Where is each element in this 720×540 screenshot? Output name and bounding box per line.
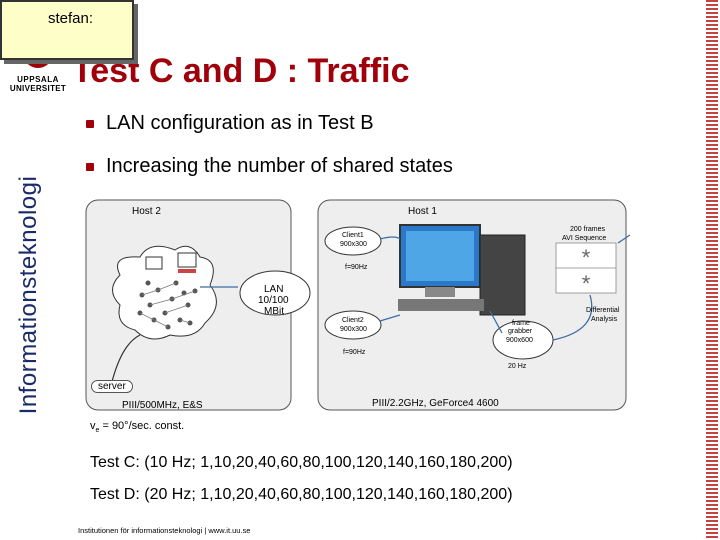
test-d-line: Test D: (20 Hz; 1,10,20,40,60,80,100,120… xyxy=(90,486,513,503)
rotation-velocity: ve = 90°/sec. const. xyxy=(90,420,185,435)
frames-label-1: 200 frames xyxy=(570,226,606,233)
traffic-diagram: * * xyxy=(85,199,631,411)
svg-text:*: * xyxy=(582,271,591,296)
logo-line2: UNIVERSITET xyxy=(9,84,67,93)
host2-label: Host 2 xyxy=(132,206,161,217)
comment-box[interactable]: stefan: xyxy=(0,0,134,60)
client2-label: Client2 xyxy=(342,317,364,324)
host1-spec: PIII/2.2GHz, GeForce4 4600 xyxy=(372,398,499,409)
lan-label-2: 10/100 xyxy=(258,295,289,306)
diff-label-1: Differential xyxy=(586,307,620,314)
freq-label-2: f=90Hz xyxy=(343,349,366,356)
server-label: server xyxy=(91,380,133,393)
logo-line1: UPPSALA xyxy=(17,75,59,84)
test-c-line: Test C: (10 Hz; 1,10,20,40,60,80,100,120… xyxy=(90,454,513,471)
client1-resolution: 900x300 xyxy=(340,241,367,248)
svg-text:*: * xyxy=(582,245,591,270)
lan-label-3: MBit xyxy=(264,306,284,317)
host1-label: Host 1 xyxy=(408,206,437,217)
bullet-2: Increasing the number of shared states xyxy=(106,155,453,177)
lan-label-1: LAN xyxy=(264,284,284,295)
diff-label-2: Analysis xyxy=(591,316,618,323)
comment-author: stefan: xyxy=(48,10,94,27)
page-border-decoration xyxy=(706,0,718,540)
client1-label: Client1 xyxy=(342,232,364,239)
bullet-1: LAN configuration as in Test B xyxy=(106,112,374,134)
client2-resolution: 900x300 xyxy=(340,326,367,333)
grabber-label-2: grabber xyxy=(508,328,533,335)
host2-spec: PIII/500MHz, E&S xyxy=(122,400,203,411)
freq-label-1: f=90Hz xyxy=(345,264,368,271)
grabber-label-1: frame xyxy=(512,320,530,327)
hz20-label: 20 Hz xyxy=(508,363,527,370)
frames-label-2: AVI Sequence xyxy=(562,235,607,242)
bullet-marker-2 xyxy=(86,163,94,171)
bullet-marker-1 xyxy=(86,120,94,128)
footer: Institutionen för informationsteknologi … xyxy=(78,526,251,535)
grabber-label-3: 900x600 xyxy=(506,337,533,344)
side-label: Informationsteknologi xyxy=(15,175,42,415)
